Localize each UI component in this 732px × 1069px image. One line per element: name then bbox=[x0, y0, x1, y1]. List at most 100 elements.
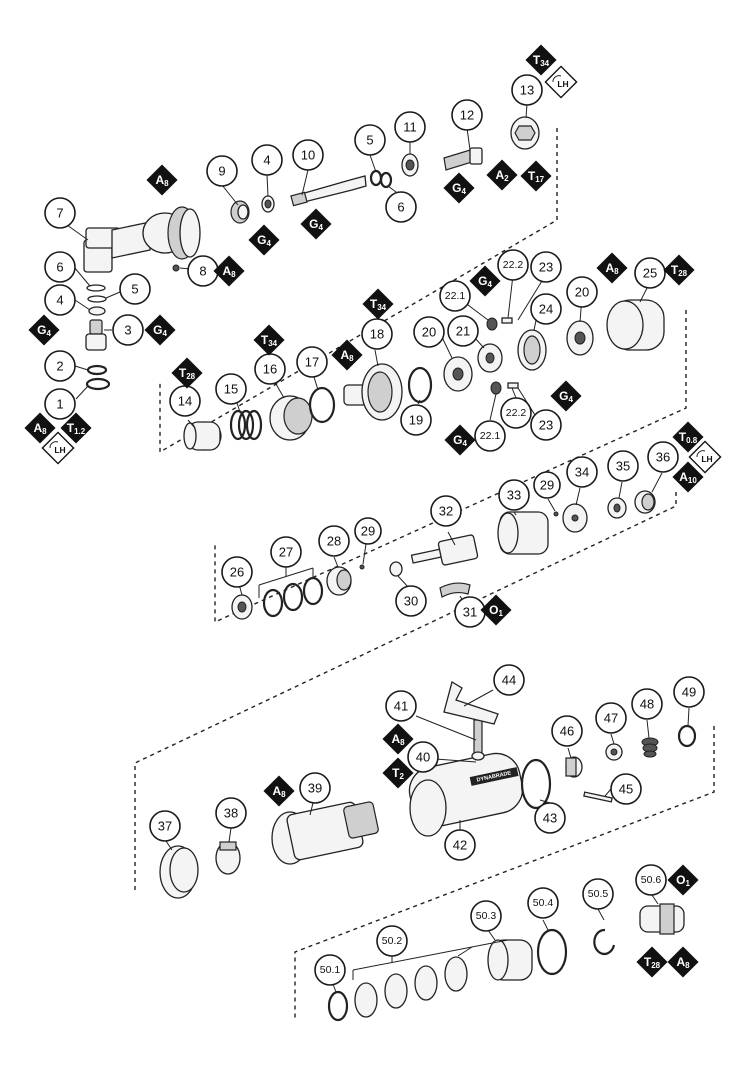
svg-text:22.1: 22.1 bbox=[445, 290, 466, 302]
muffler-disc-b bbox=[384, 973, 408, 1009]
callout-10: 10 bbox=[292, 139, 324, 171]
symbol-g4: G4 bbox=[443, 172, 475, 204]
svg-text:31: 31 bbox=[463, 605, 477, 620]
callout-50-6: 50.6 bbox=[635, 864, 667, 896]
svg-text:29: 29 bbox=[540, 478, 554, 493]
planet-gear-upper bbox=[486, 317, 498, 331]
ring-gear-24 bbox=[517, 329, 547, 371]
symbol-a8: A8 bbox=[596, 252, 628, 284]
callout-50-5: 50.5 bbox=[582, 878, 614, 910]
symbol-g4: G4 bbox=[444, 424, 476, 456]
svg-text:49: 49 bbox=[682, 685, 696, 700]
svg-text:21: 21 bbox=[456, 324, 470, 339]
muffler-disc-c bbox=[414, 965, 438, 1001]
bearing-26 bbox=[231, 594, 253, 620]
ring-27a bbox=[262, 588, 284, 618]
bearing-20-left bbox=[443, 356, 473, 392]
symbol-a2: A2 bbox=[486, 159, 518, 191]
svg-text:5: 5 bbox=[366, 133, 373, 148]
svg-text:A2: A2 bbox=[495, 168, 509, 183]
svg-text:27: 27 bbox=[279, 545, 293, 560]
svg-text:T34: T34 bbox=[533, 53, 550, 68]
symbol-a8: A8 bbox=[382, 723, 414, 755]
symbol-a8: A8 bbox=[213, 255, 245, 287]
callout-20-right: 20 bbox=[566, 276, 598, 308]
callout-4-left: 4 bbox=[44, 284, 76, 316]
callout-6-top: 6 bbox=[385, 191, 417, 223]
callout-33: 33 bbox=[498, 479, 530, 511]
svg-text:39: 39 bbox=[308, 781, 322, 796]
callout-40: 40 bbox=[407, 741, 439, 773]
svg-text:10: 10 bbox=[301, 148, 315, 163]
callout-34: 34 bbox=[566, 456, 598, 488]
lh-tag: LH bbox=[688, 440, 722, 474]
section-boundaries bbox=[134, 128, 715, 1020]
symbol-o1: O1 bbox=[667, 864, 699, 896]
svg-text:22.2: 22.2 bbox=[506, 407, 527, 419]
svg-text:44: 44 bbox=[502, 673, 516, 688]
callout-19: 19 bbox=[400, 404, 432, 436]
nut-13 bbox=[510, 116, 540, 150]
svg-text:24: 24 bbox=[539, 302, 553, 317]
muffler-body-50-3 bbox=[487, 939, 533, 981]
svg-text:36: 36 bbox=[656, 450, 670, 465]
svg-text:G4: G4 bbox=[453, 433, 467, 448]
svg-text:22.2: 22.2 bbox=[503, 259, 524, 271]
symbol-t34: T34 bbox=[525, 44, 557, 76]
main-housing-42: DYNABRADE bbox=[408, 752, 524, 837]
callout-2: 2 bbox=[44, 350, 76, 382]
callout-28: 28 bbox=[318, 525, 350, 557]
valve-stem-40 bbox=[471, 719, 485, 761]
symbol-a8: A8 bbox=[146, 164, 178, 196]
callout-11: 11 bbox=[394, 111, 426, 143]
ring-17 bbox=[308, 386, 336, 424]
svg-text:45: 45 bbox=[619, 782, 633, 797]
svg-text:T28: T28 bbox=[179, 366, 196, 381]
svg-text:T17: T17 bbox=[528, 169, 545, 184]
svg-text:6: 6 bbox=[397, 200, 404, 215]
part-8-pin bbox=[172, 264, 180, 272]
svg-text:46: 46 bbox=[560, 724, 574, 739]
callout-17: 17 bbox=[296, 346, 328, 378]
spring-15 bbox=[229, 409, 263, 441]
svg-text:O1: O1 bbox=[489, 603, 503, 618]
svg-text:20: 20 bbox=[422, 325, 436, 340]
callout-31: 31 bbox=[454, 596, 486, 628]
collar-37 bbox=[159, 845, 199, 899]
bearing-11 bbox=[401, 153, 419, 177]
ring-2 bbox=[86, 364, 108, 376]
spacer-30 bbox=[389, 561, 403, 577]
svg-text:29: 29 bbox=[361, 524, 375, 539]
callout-18: 18 bbox=[361, 318, 393, 350]
svg-text:A10: A10 bbox=[679, 470, 697, 485]
svg-text:12: 12 bbox=[460, 108, 474, 123]
svg-text:25: 25 bbox=[643, 266, 657, 281]
housing-25 bbox=[606, 299, 665, 351]
svg-text:50.5: 50.5 bbox=[588, 888, 609, 900]
svg-text:30: 30 bbox=[404, 594, 418, 609]
symbol-a8: A8 bbox=[331, 339, 363, 371]
symbol-a8: A8 bbox=[263, 775, 295, 807]
svg-text:8: 8 bbox=[199, 264, 206, 279]
svg-text:9: 9 bbox=[218, 164, 225, 179]
callout-12: 12 bbox=[451, 99, 483, 131]
ring-43 bbox=[520, 758, 552, 810]
pin-upper bbox=[501, 317, 513, 324]
svg-text:A8: A8 bbox=[155, 173, 169, 188]
svg-text:50.6: 50.6 bbox=[641, 874, 662, 886]
nut-36 bbox=[634, 490, 656, 514]
svg-text:13: 13 bbox=[520, 83, 534, 98]
cylinder-33 bbox=[497, 511, 549, 555]
callout-25: 25 bbox=[634, 257, 666, 289]
callouts: 1 2 3 4 4 5 5 6 6 7 8 9 10 11 12 13 14 1… bbox=[44, 74, 705, 986]
svg-text:G4: G4 bbox=[257, 233, 271, 248]
ring-50-4 bbox=[536, 928, 568, 976]
lh-tag: LH bbox=[544, 65, 578, 99]
svg-text:T28: T28 bbox=[644, 955, 661, 970]
left-hand-thread-tags: LH LH LH bbox=[41, 65, 722, 474]
callout-39: 39 bbox=[299, 772, 331, 804]
ring-1 bbox=[85, 377, 111, 391]
symbol-t34: T34 bbox=[253, 324, 285, 356]
vane-31 bbox=[439, 582, 471, 598]
callout-50-3: 50.3 bbox=[470, 900, 502, 932]
